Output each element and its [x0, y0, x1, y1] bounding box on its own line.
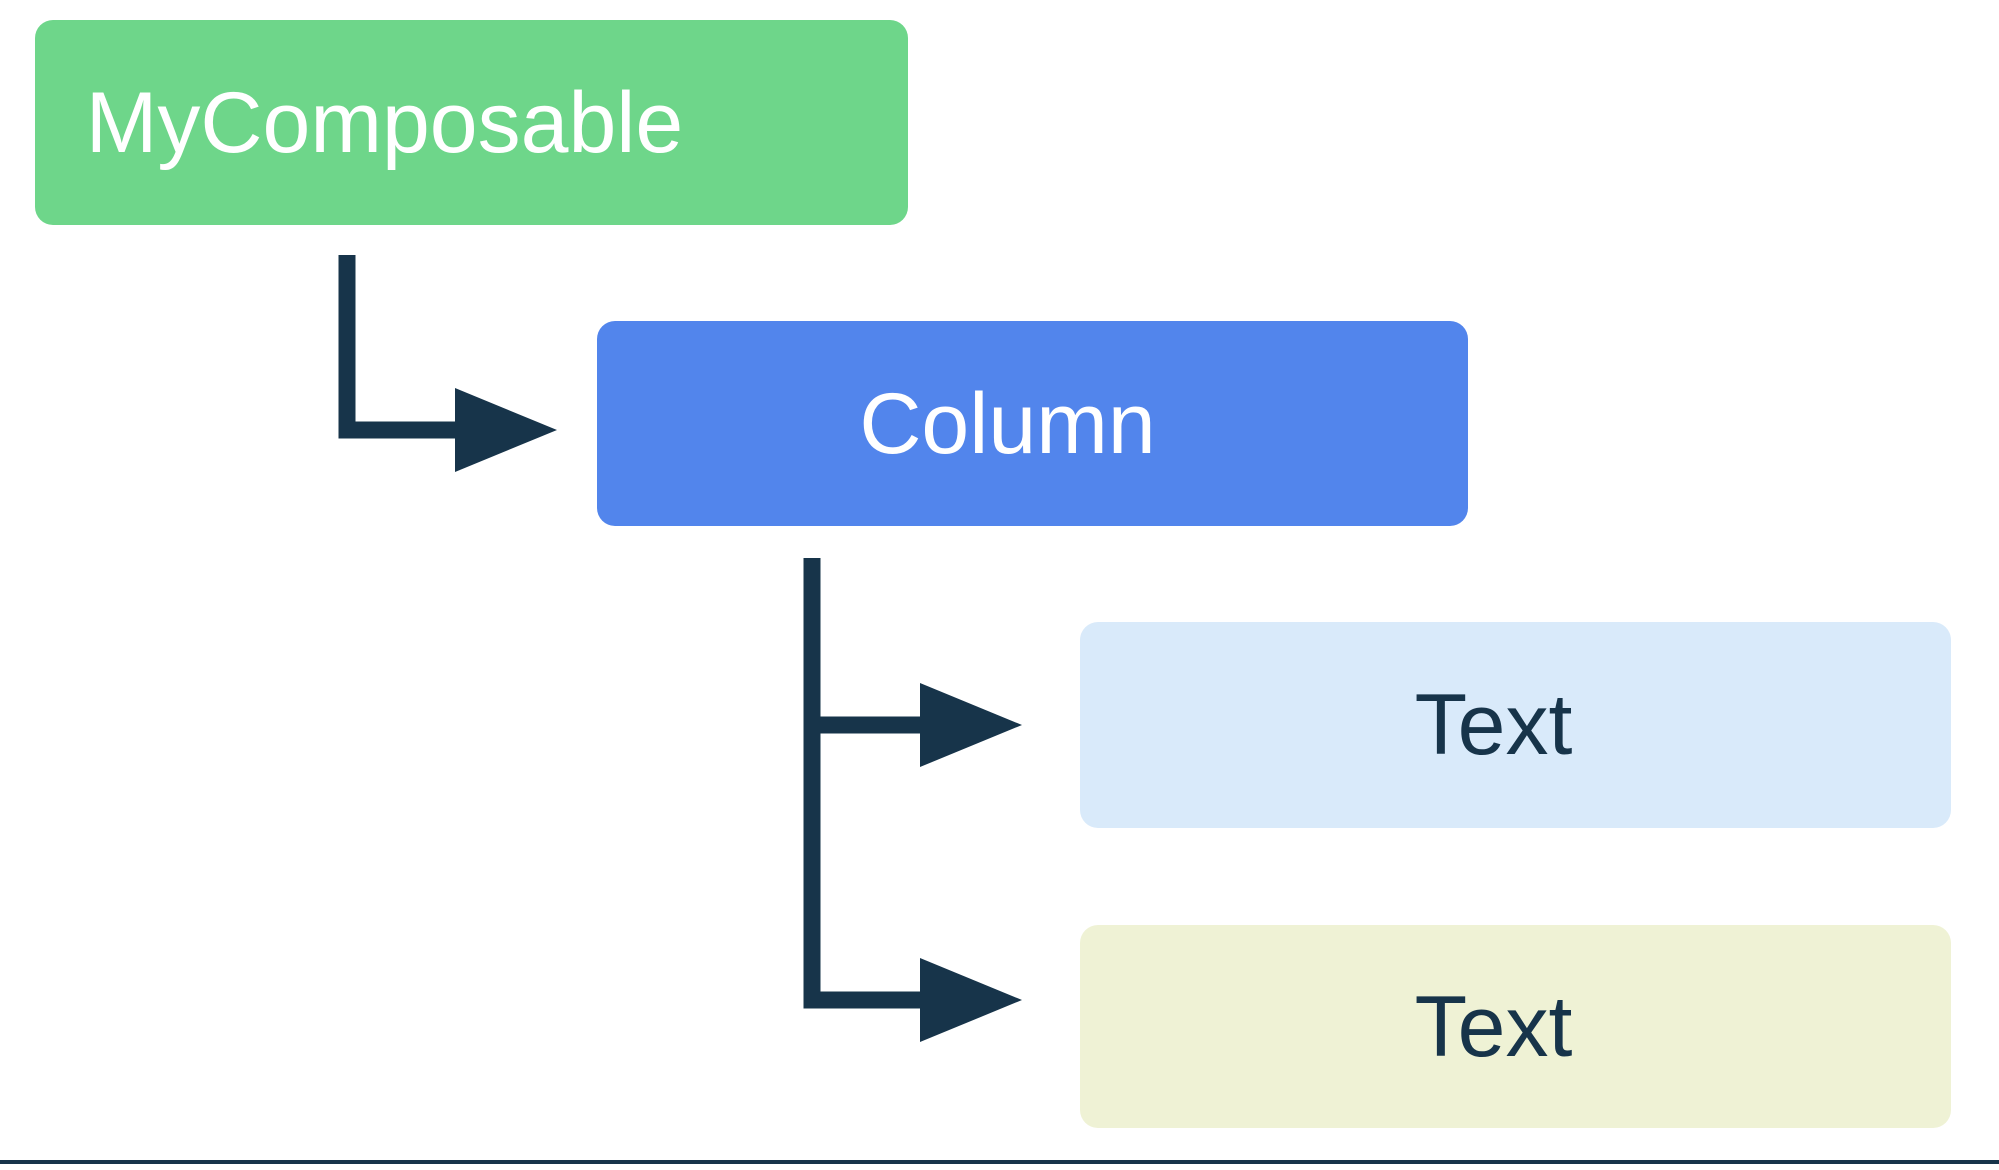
- edge-column-to-text-1: [803, 558, 1022, 767]
- edge-column-to-text-2-arrowhead: [920, 958, 1022, 1042]
- node-column[interactable]: Column: [597, 321, 1468, 526]
- node-text-first[interactable]: Text: [1080, 622, 1951, 828]
- node-text-first-label: Text: [1414, 677, 1573, 773]
- node-text-second[interactable]: Text: [1080, 925, 1951, 1128]
- edge-root-to-column-line: [338, 255, 460, 439]
- edge-column-to-text-2: [803, 558, 1022, 1042]
- edge-column-to-text-1-arrowhead: [920, 683, 1022, 767]
- node-mycomposable[interactable]: MyComposable: [35, 20, 908, 225]
- edge-root-to-column: [338, 255, 557, 472]
- footer-divider: [0, 1160, 1999, 1164]
- edge-column-to-text-2-line: [803, 558, 925, 1009]
- node-mycomposable-label: MyComposable: [85, 74, 684, 171]
- node-column-label: Column: [859, 375, 1156, 472]
- edge-root-to-column-arrowhead: [455, 388, 557, 472]
- edge-column-to-text-1-line: [803, 558, 925, 734]
- node-text-second-label: Text: [1414, 978, 1573, 1075]
